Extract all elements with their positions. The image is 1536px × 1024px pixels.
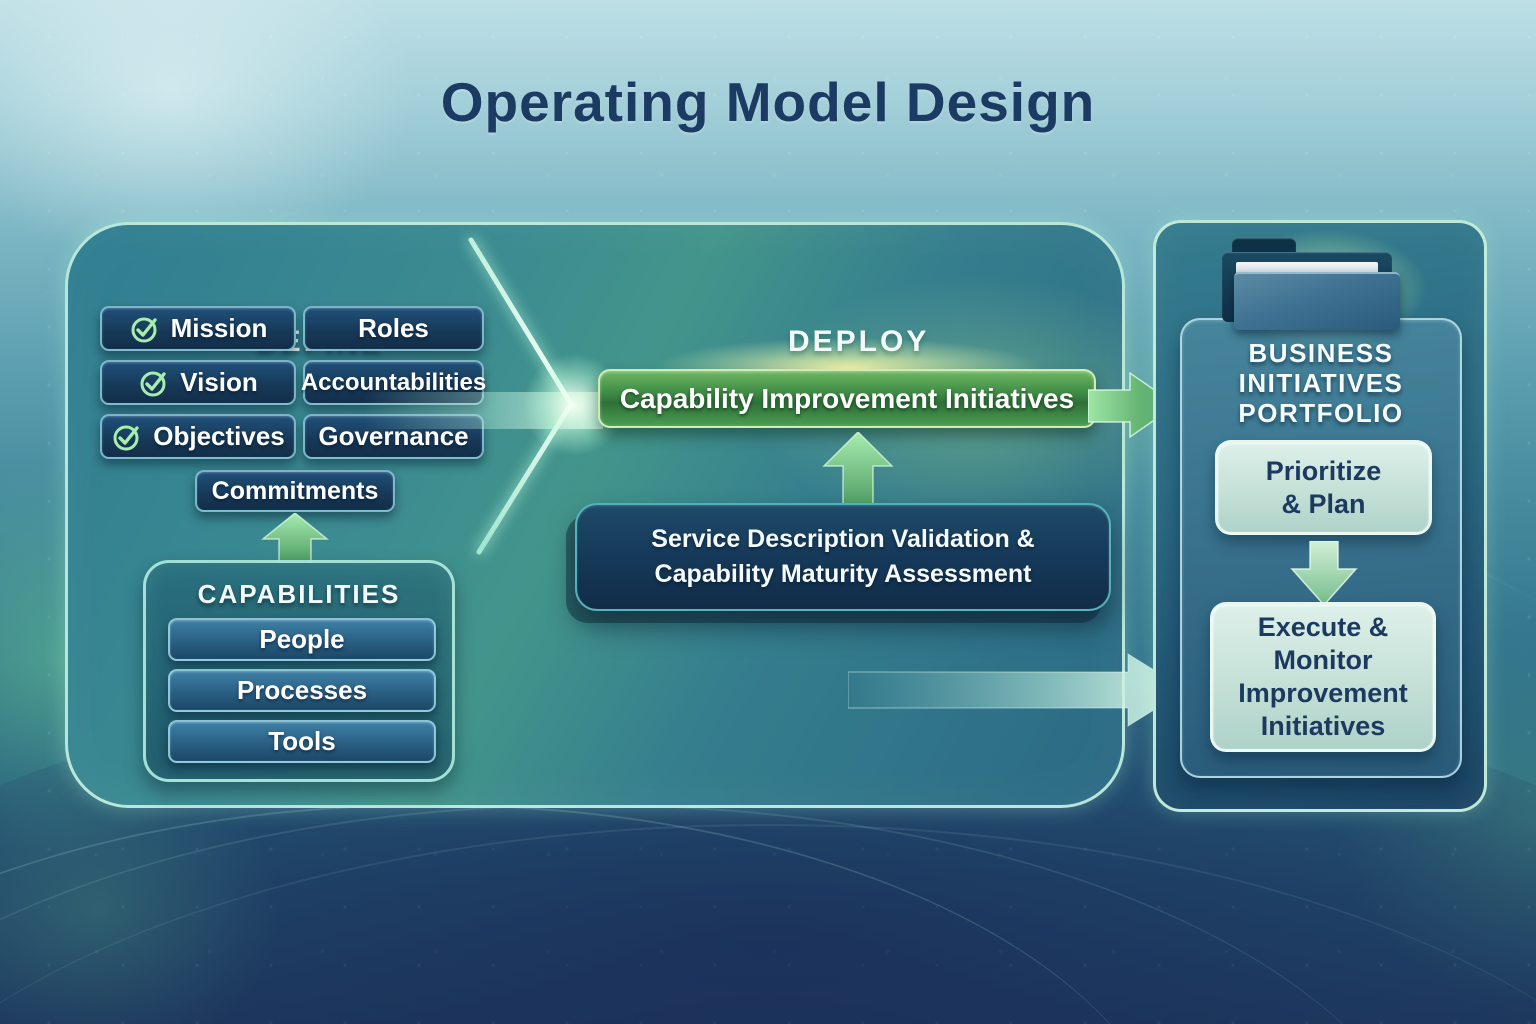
initiatives-bar-label: Capability Improvement Initiatives <box>619 382 1075 414</box>
arrow-up-icon <box>260 513 330 563</box>
execute-line3: Improvement <box>1238 678 1408 708</box>
arrow-up-icon <box>822 432 894 508</box>
check-icon <box>129 313 161 345</box>
main-panel: DEFINE DEPLOY Mission Roles Visio <box>65 222 1288 808</box>
capability-label: Tools <box>268 726 336 756</box>
define-box-label: Objectives <box>153 421 285 451</box>
capabilities-label: CAPABILITIES <box>197 579 401 609</box>
commitments-box: Commitments <box>195 470 395 512</box>
prioritize-line1: Prioritize <box>1265 455 1382 486</box>
define-box-label: Vision <box>180 367 258 397</box>
execute-monitor-box: Execute & Monitor Improvement Initiative… <box>1210 602 1436 752</box>
prioritize-plan-box: Prioritize & Plan <box>1215 440 1432 535</box>
define-box-mission: Mission <box>100 306 296 351</box>
prioritize-line2: & Plan <box>1281 488 1366 519</box>
define-box-vision: Vision <box>100 360 296 405</box>
define-box-label: Mission <box>170 313 268 343</box>
capability-label: Processes <box>236 675 368 705</box>
portfolio-inner-panel: BUSINESS INITIATIVES PORTFOLIO Prioritiz… <box>1180 318 1462 778</box>
folder-paper <box>1236 262 1378 274</box>
capabilities-panel: CAPABILITIES People Processes Tools <box>143 560 455 782</box>
portfolio-title-line3: PORTFOLIO <box>1238 398 1404 428</box>
check-icon <box>111 421 143 453</box>
execute-line2: Monitor <box>1273 645 1373 676</box>
light-beam <box>363 392 603 429</box>
define-box-label: Accountabilities <box>300 368 487 396</box>
capability-box-processes: Processes <box>168 669 436 712</box>
portfolio-panel: BUSINESS INITIATIVES PORTFOLIO Prioritiz… <box>1153 213 1487 812</box>
execute-line1: Execute & <box>1257 612 1389 643</box>
service-validation-box: Service Description Validation & Capabil… <box>575 503 1111 611</box>
folder-front <box>1234 272 1400 330</box>
execute-line4: Initiatives <box>1260 710 1386 741</box>
capability-improvement-initiatives-bar: Capability Improvement Initiatives <box>598 369 1096 428</box>
service-validation-line2: Capability Maturity Assessment <box>654 560 1032 588</box>
capability-label: People <box>259 624 345 654</box>
capability-box-people: People <box>168 618 436 661</box>
define-box-objectives: Objectives <box>100 414 296 459</box>
portfolio-title: BUSINESS INITIATIVES PORTFOLIO <box>1182 338 1460 428</box>
check-icon <box>138 367 170 399</box>
define-box-label: Roles <box>358 313 429 343</box>
define-box-roles: Roles <box>303 306 484 351</box>
commitments-label: Commitments <box>211 476 379 505</box>
arrow-down-icon <box>1290 541 1358 607</box>
folder-icon <box>1222 238 1402 330</box>
page-title: Operating Model Design <box>440 71 1096 133</box>
capability-box-tools: Tools <box>168 720 436 763</box>
service-validation-line1: Service Description Validation & <box>651 524 1035 553</box>
portfolio-title-line2: INITIATIVES <box>1238 368 1404 398</box>
deploy-section-label: DEPLOY <box>788 325 930 358</box>
portfolio-title-line1: BUSINESS <box>1248 338 1394 368</box>
